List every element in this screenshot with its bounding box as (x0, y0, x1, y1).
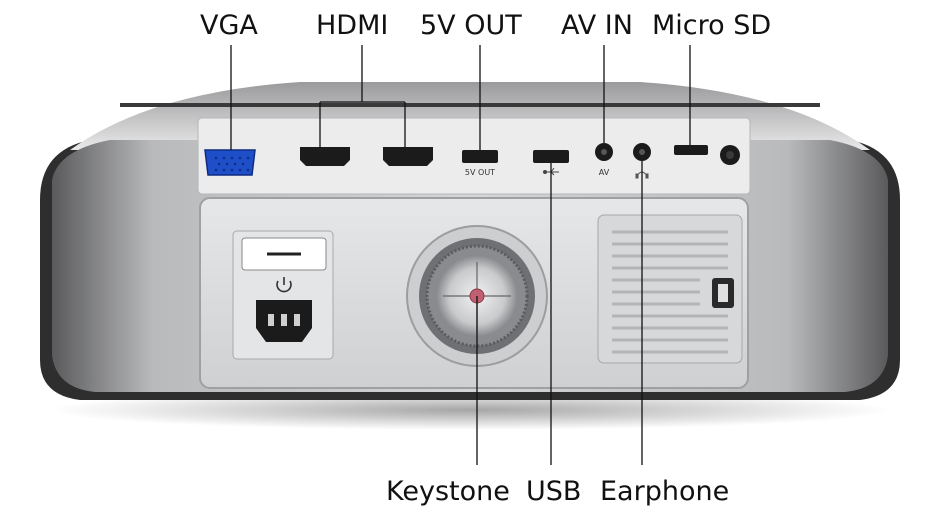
label-keystone: Keystone (386, 476, 510, 507)
av-jack-hole (601, 149, 607, 155)
av-port-print: AV (599, 168, 610, 177)
usb-port (533, 150, 569, 163)
label-5v-out: 5V OUT (420, 10, 522, 41)
vent-slats (612, 230, 728, 354)
dc-jack-hole (726, 151, 734, 159)
fivev-port (462, 150, 498, 163)
micro-sd-slot (674, 145, 708, 155)
vga-pins (214, 156, 250, 172)
ac-pin-1 (268, 314, 274, 326)
callout-lines-bottom (476, 161, 643, 465)
label-earphone: Earphone (600, 476, 730, 507)
hdmi-port-1 (300, 147, 350, 166)
earphone-jack-hole (639, 149, 645, 155)
vga-port (204, 149, 256, 176)
vent-grille (597, 214, 743, 364)
label-micro-sd: Micro SD (652, 10, 772, 41)
security-lock-inner (718, 284, 728, 302)
label-vga: VGA (200, 10, 258, 41)
label-usb: USB (526, 476, 582, 507)
ac-pin-3 (294, 314, 300, 326)
label-hdmi: HDMI (316, 10, 389, 41)
power-icon (276, 277, 292, 293)
hdmi-port-2 (383, 147, 433, 166)
callout-lines-top (230, 45, 691, 150)
label-av-in: AV IN (561, 10, 633, 41)
ac-pin-2 (281, 314, 287, 326)
fivev-port-print: 5V OUT (465, 168, 495, 177)
